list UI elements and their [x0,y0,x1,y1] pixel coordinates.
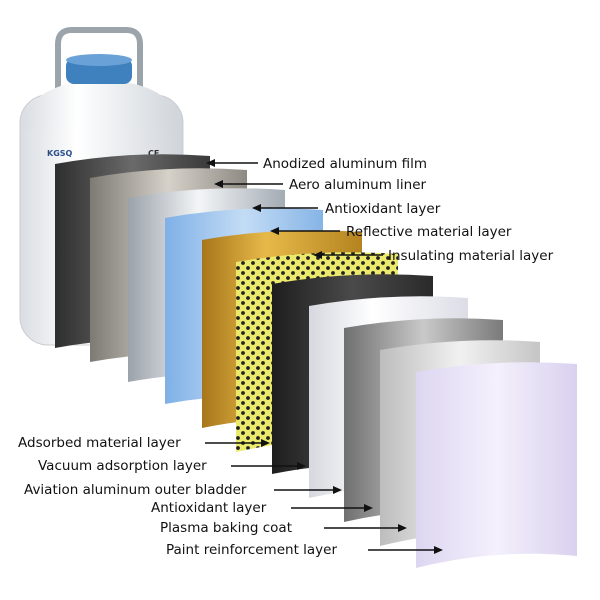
callout-aviation-aluminum-outer-bladder: Aviation aluminum outer bladder [24,482,342,498]
callout-plasma-baking-coat: Plasma baking coat [160,520,407,536]
layer-stack [55,154,577,568]
label-antioxidant-layer-outer: Antioxidant layer [151,500,267,516]
tank-cap-top [66,54,132,66]
label-vacuum-adsorption-layer: Vacuum adsorption layer [38,458,207,474]
callout-vacuum-adsorption-layer: Vacuum adsorption layer [38,458,306,474]
callout-paint-reinforcement-layer: Paint reinforcement layer [166,542,443,558]
tank-handle [55,27,143,92]
labels-left: Adsorbed material layer Vacuum adsorptio… [18,435,443,558]
layer-paint-reinforcement [416,362,577,568]
labels-right: Anodized aluminum film Aero aluminum lin… [206,156,554,264]
brand-logo: KGSQ [47,149,73,158]
cert-mark: CE [148,149,159,158]
callout-adsorbed-material-layer: Adsorbed material layer [18,435,270,451]
callout-aero-aluminum-liner: Aero aluminum liner [214,177,427,193]
callout-anodized-aluminum-film: Anodized aluminum film [206,156,427,172]
callout-insulating-material-layer: Insulating material layer [313,248,554,264]
label-anodized-aluminum-film: Anodized aluminum film [263,156,427,172]
label-paint-reinforcement-layer: Paint reinforcement layer [166,542,337,558]
callout-antioxidant-layer-outer: Antioxidant layer [151,500,373,516]
callout-reflective-material-layer: Reflective material layer [270,224,512,240]
label-adsorbed-material-layer: Adsorbed material layer [18,435,181,451]
label-insulating-material-layer: Insulating material layer [388,248,554,264]
tank-shoulder [22,80,181,130]
label-antioxidant-layer-inner: Antioxidant layer [325,201,441,217]
callout-antioxidant-layer-inner: Antioxidant layer [252,201,441,217]
label-aviation-aluminum-outer-bladder: Aviation aluminum outer bladder [24,482,247,498]
label-reflective-material-layer: Reflective material layer [346,224,512,240]
label-aero-aluminum-liner: Aero aluminum liner [289,177,427,193]
label-plasma-baking-coat: Plasma baking coat [160,520,292,536]
